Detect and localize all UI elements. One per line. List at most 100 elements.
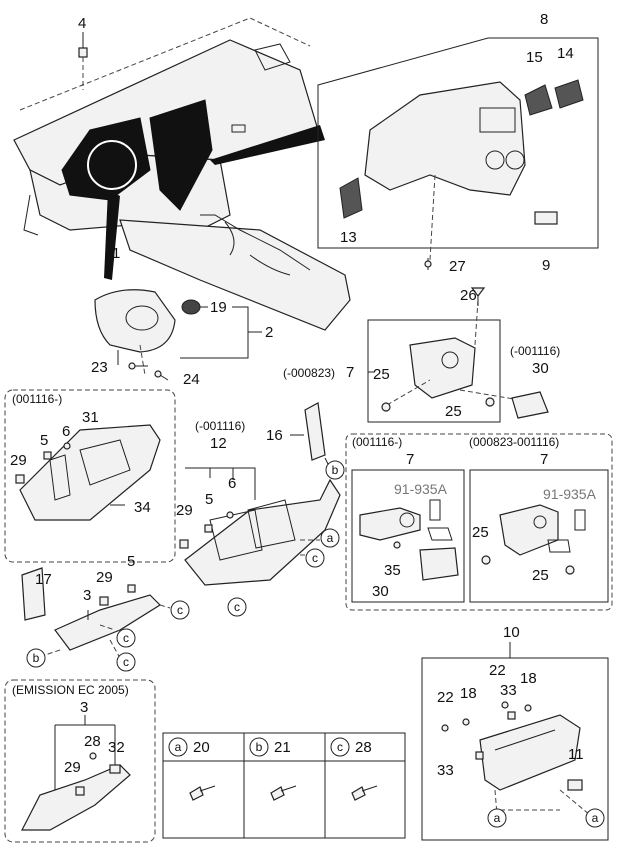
svg-text:c: c (312, 551, 318, 565)
callout-31: 31 (82, 409, 99, 426)
legend-number-28: 28 (355, 739, 372, 756)
callout-28: 28 (84, 733, 101, 750)
callout-10: 10 (503, 624, 520, 641)
box-001116-ashtray (345, 433, 613, 611)
svg-text:b: b (33, 651, 40, 665)
vent-part-13 (339, 177, 363, 219)
screw-part-18b (524, 704, 532, 712)
callout-6b: 6 (228, 475, 236, 492)
dashboard-assembly (13, 17, 351, 331)
callout-29c: 29 (96, 569, 113, 586)
callout-5b: 5 (205, 491, 213, 508)
leader-wedge-1 (104, 190, 120, 280)
leader-wedge-8 (210, 125, 325, 165)
vent-part-14 (554, 79, 584, 109)
column-shroud (94, 289, 176, 376)
callout-33b: 33 (437, 762, 454, 779)
callout-18a: 18 (520, 670, 537, 687)
svg-text:b: b (332, 463, 339, 477)
cluster-box (317, 37, 599, 261)
callout-34: 34 (134, 499, 151, 516)
screw-part-25a (381, 402, 391, 412)
tag-c-mid1: c (305, 548, 325, 568)
callout-1: 1 (112, 245, 120, 262)
group-000823-001116: (000823-001116) (469, 435, 559, 449)
callout-7c: 7 (540, 451, 548, 468)
clip-part-4 (78, 32, 88, 90)
callout-7b: 7 (406, 451, 414, 468)
tag-b-low: b (26, 648, 46, 668)
screw-part-22a (441, 724, 449, 732)
screw-part-18a (462, 718, 470, 726)
tag-b-legend: b (249, 737, 269, 757)
callout-27: 27 (449, 258, 466, 275)
bracket-part-32 (109, 764, 121, 774)
tag-c-mid2: c (227, 597, 247, 617)
callout-22a: 22 (489, 662, 506, 679)
group-000823-until: (-000823) (283, 366, 335, 380)
svg-text:b: b (256, 740, 263, 754)
callout-3a: 3 (83, 587, 91, 604)
callout-29b: 29 (176, 502, 193, 519)
callout-30a: 30 (532, 360, 549, 377)
callout-29d: 29 (64, 759, 81, 776)
clip-part-5a (43, 451, 52, 460)
seal-part-19 (181, 299, 201, 315)
trim-part-17 (21, 567, 46, 621)
callout-14: 14 (557, 45, 574, 62)
box-001116-left (4, 389, 176, 563)
ref-91-935a-right: 91-935A (543, 486, 597, 502)
callout-25d: 25 (532, 567, 549, 584)
legend-number-21: 21 (274, 739, 291, 756)
group-emission: (EMISSION EC 2005) (12, 683, 129, 697)
tag-b-right: b (325, 460, 345, 480)
bolt-icon (189, 785, 216, 801)
screw-part-25b (485, 397, 495, 407)
hinge-part-33a (507, 711, 516, 720)
screw-part-6b (226, 511, 234, 519)
callout-24: 24 (183, 371, 200, 388)
box-000823-001116 (469, 469, 609, 603)
callout-2: 2 (265, 324, 273, 341)
bolt-icon (351, 785, 378, 801)
svg-text:c: c (234, 600, 240, 614)
clip-part-29a (15, 474, 25, 484)
callout-13: 13 (340, 229, 357, 246)
tag-c-low3: c (116, 652, 136, 672)
group-001116-until: (-001116) (195, 419, 245, 433)
callout-22b: 22 (437, 689, 454, 706)
callout-25c: 25 (472, 524, 489, 541)
callout-12: 12 (210, 435, 227, 452)
group-001116-until2: (-001116) (510, 344, 560, 358)
callout-25a: 25 (373, 366, 390, 383)
callout-26: 26 (460, 287, 477, 304)
tag-a-legend: a (168, 737, 188, 757)
glovebox-box (421, 657, 609, 841)
clip-part-29d (75, 786, 85, 796)
callout-25b: 25 (445, 403, 462, 420)
callout-6a: 6 (62, 423, 70, 440)
svg-text:c: c (337, 740, 343, 754)
clip-part-5c (127, 584, 136, 593)
bolt-icon (270, 785, 297, 801)
tag-c-legend: c (330, 737, 350, 757)
box-emission (4, 679, 156, 843)
screw-part-23 (128, 362, 148, 370)
svg-text:a: a (494, 811, 501, 825)
svg-text:a: a (327, 531, 334, 545)
tag-c-low2: c (116, 628, 136, 648)
svg-text:a: a (175, 740, 182, 754)
callout-33a: 33 (500, 682, 517, 699)
clip-part-5b (204, 524, 213, 533)
switch-part-9 (534, 211, 558, 225)
callout-15: 15 (526, 49, 543, 66)
screw-part-26 (470, 287, 486, 306)
callout-19: 19 (210, 299, 227, 316)
callout-18b: 18 (460, 685, 477, 702)
callout-7a: 7 (346, 364, 354, 381)
svg-text:a: a (592, 811, 599, 825)
group-001116-from2: (001116-) (352, 435, 402, 449)
clip-part-29c (99, 596, 109, 606)
callout-3b: 3 (80, 699, 88, 716)
